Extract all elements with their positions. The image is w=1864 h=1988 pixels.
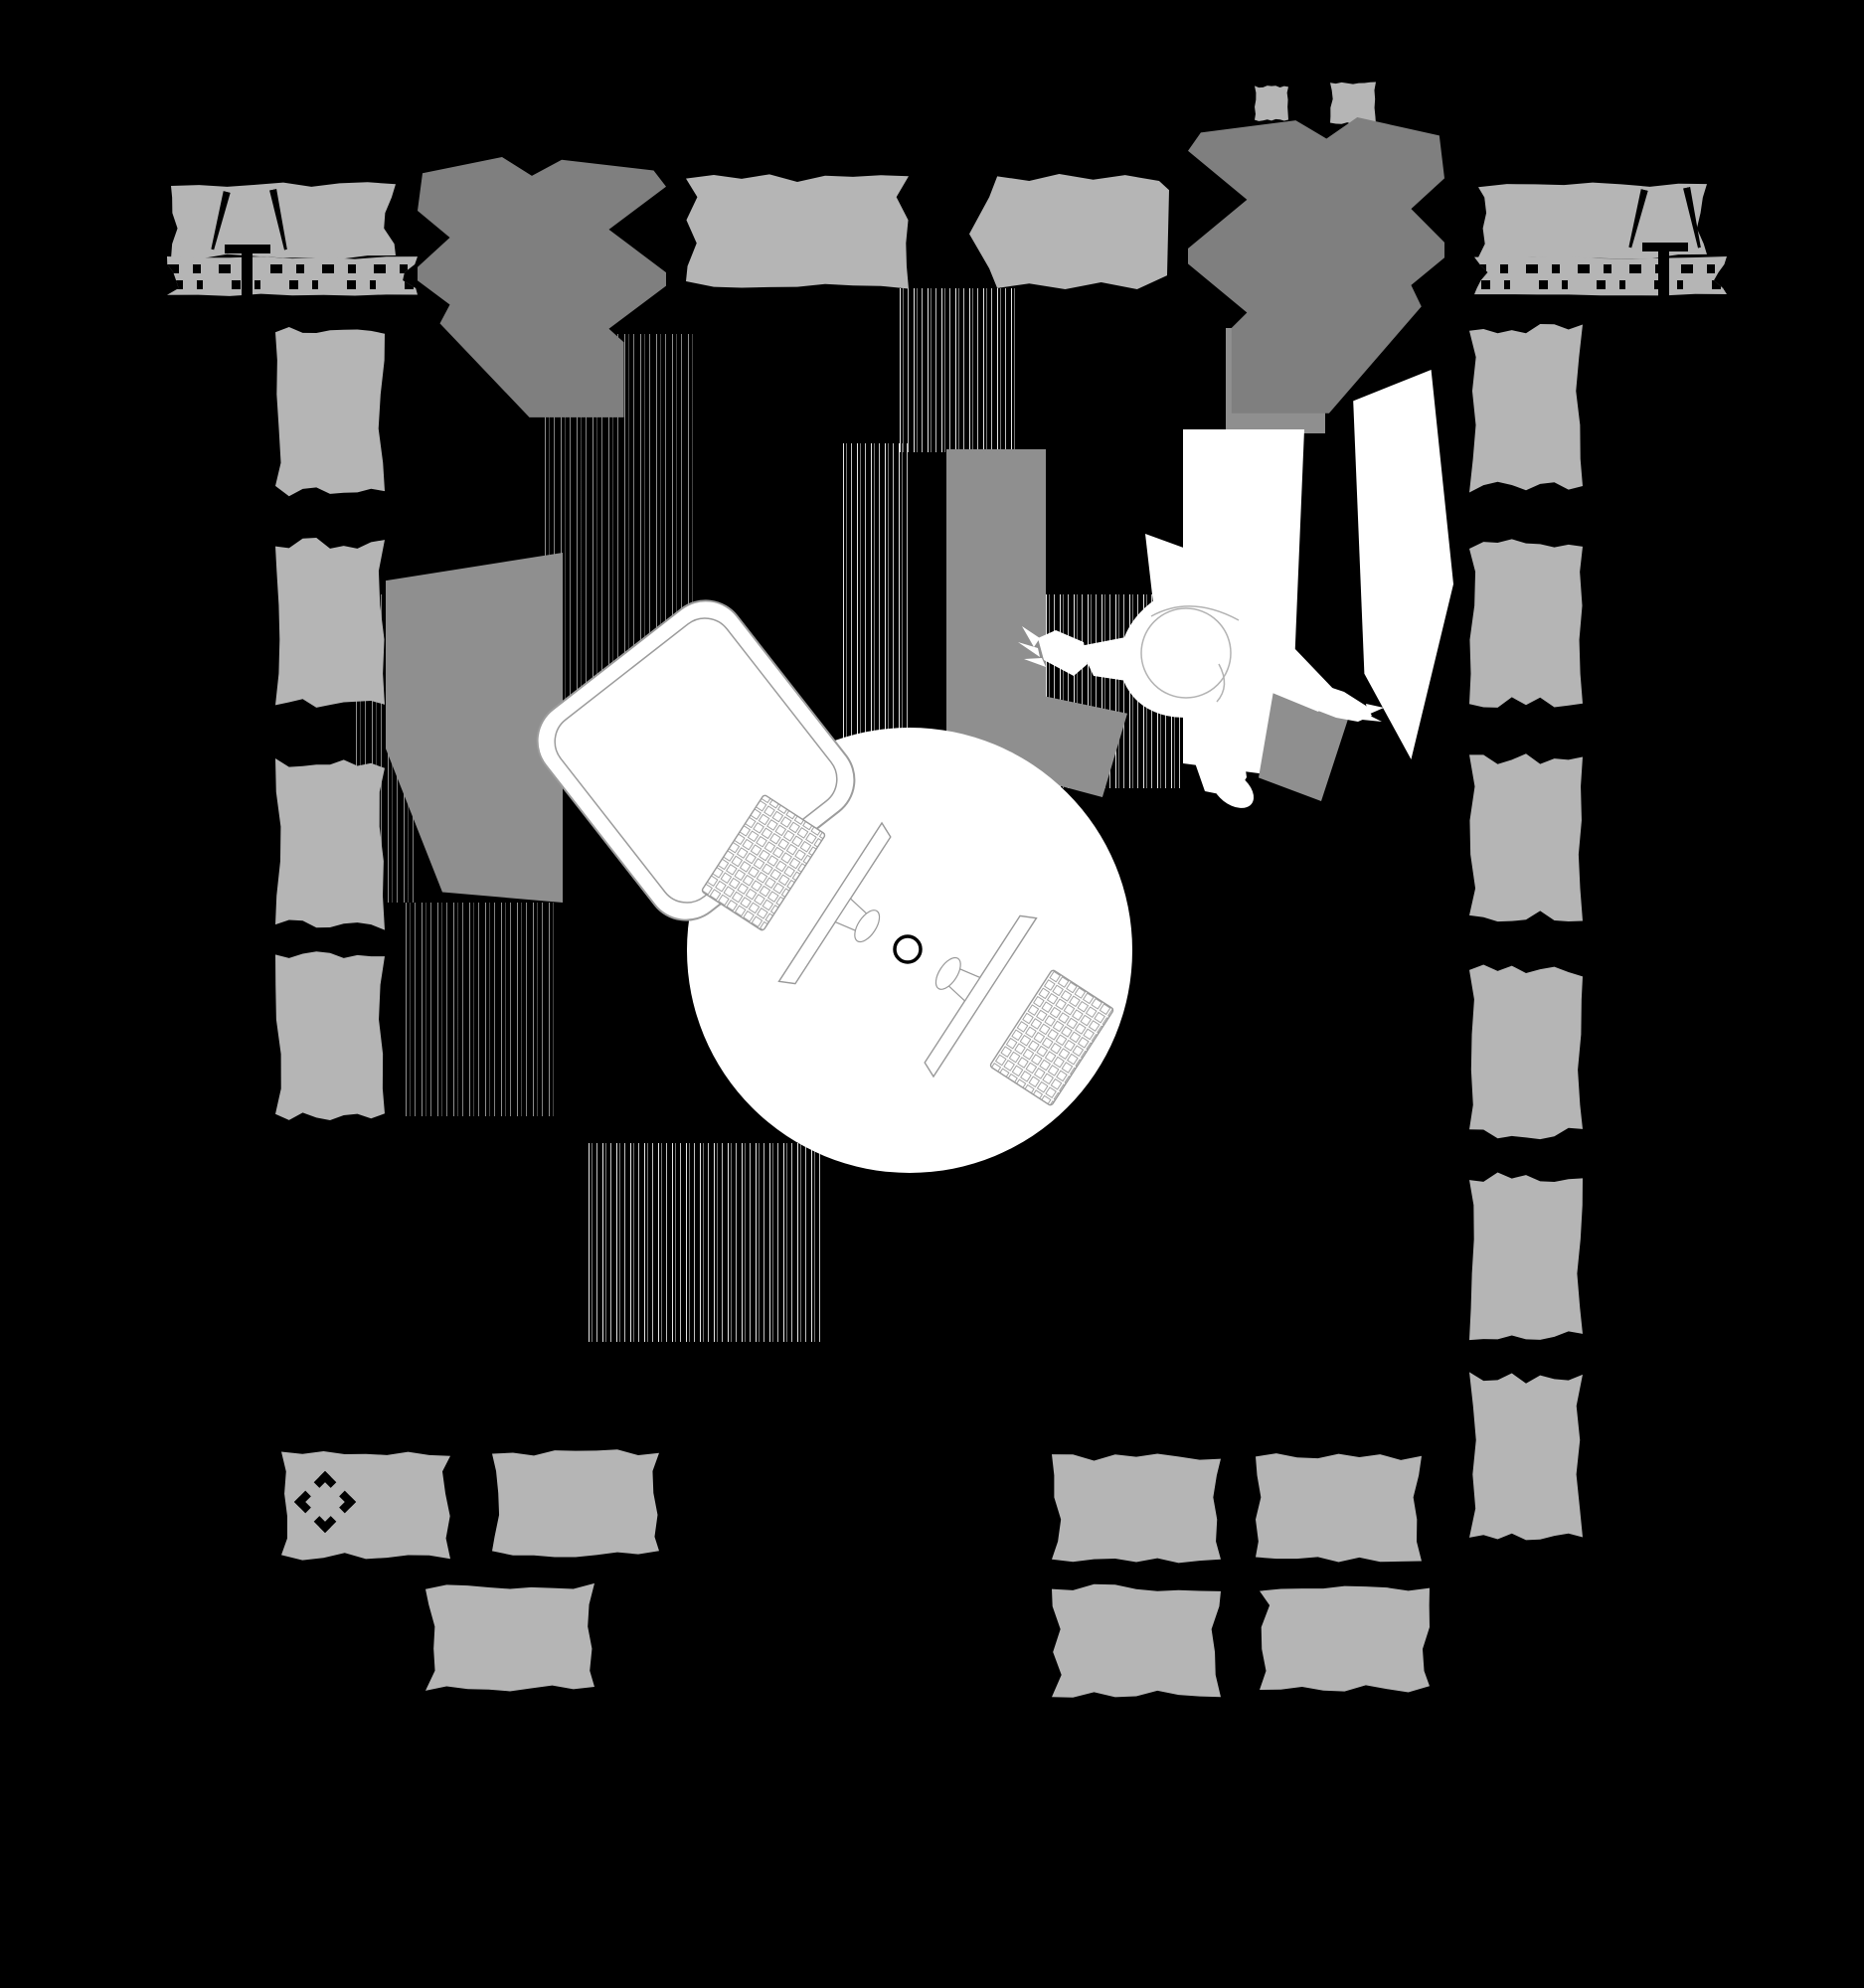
furniture-block-left-2: [275, 538, 385, 708]
furniture-block-right-1: [1469, 324, 1583, 493]
furniture-block-top-left: [171, 182, 396, 259]
glyph-crossbar: [225, 245, 270, 253]
glitch-stripes: [589, 1143, 825, 1342]
glyph-stem: [1658, 248, 1669, 338]
dash-band-top-right: [1474, 256, 1727, 296]
furniture-block-bottom-left-1: [281, 1451, 450, 1561]
furniture-block-top-middle-b: [969, 174, 1169, 289]
furniture-block-right-6: [1469, 1372, 1583, 1541]
furniture-block-bottom-right-2: [1256, 1453, 1422, 1563]
keyboard: [701, 794, 826, 931]
furniture-block-left-3: [275, 758, 385, 930]
glitch-stripes: [900, 288, 1017, 452]
person-finger: [1362, 713, 1382, 722]
dash-band-top-left: [167, 256, 418, 296]
furniture-block-right-5: [1469, 1172, 1583, 1341]
glitch-stripes: [406, 903, 555, 1116]
small-debris-b: [1330, 82, 1376, 125]
glyph-crossbar: [1642, 243, 1688, 251]
furniture-block-right-3: [1469, 753, 1583, 922]
furniture-block-bottom-left-2: [492, 1449, 659, 1558]
person-finger: [1366, 704, 1384, 715]
monitor: [924, 914, 1038, 1078]
monitor: [777, 821, 892, 985]
gray-shadow: [1259, 684, 1348, 801]
furniture-block-left-1: [275, 327, 385, 497]
small-debris-a: [1255, 85, 1288, 121]
gray-step: [946, 777, 1046, 897]
white-slab: [1353, 370, 1453, 759]
furniture-block-left-4: [275, 951, 385, 1121]
furniture-block-bottom-right-1: [1052, 1453, 1221, 1564]
furniture-block-bottom-left-3: [425, 1582, 594, 1692]
furniture-block-bottom-right-3: [1052, 1583, 1221, 1698]
furniture-block-right-2: [1469, 539, 1583, 708]
glyph-stem: [242, 250, 253, 340]
round-table: [687, 728, 1132, 1173]
table-knob: [893, 934, 923, 964]
furniture-block-top-middle-a: [686, 174, 909, 289]
keyboard: [989, 969, 1114, 1106]
furniture-block-bottom-right-4: [1260, 1585, 1430, 1693]
glitch-stripes: [843, 443, 909, 776]
furniture-block-right-4: [1469, 964, 1583, 1140]
